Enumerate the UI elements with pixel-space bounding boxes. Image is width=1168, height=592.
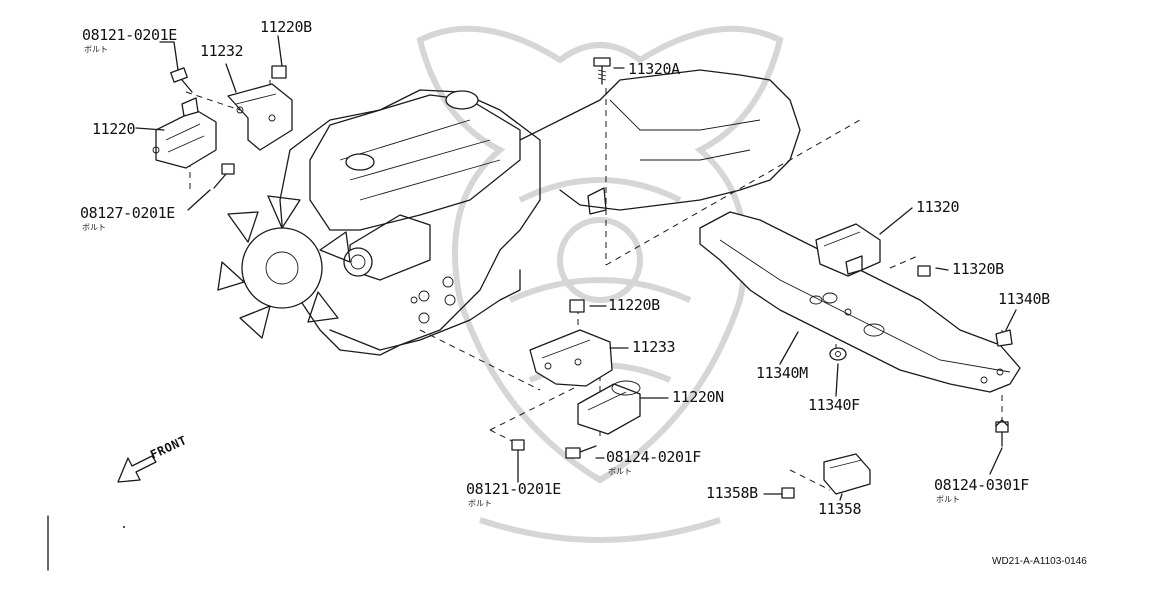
bolt-08127 bbox=[213, 163, 235, 189]
insulator-11358 bbox=[823, 453, 871, 495]
engine-block bbox=[217, 89, 541, 356]
label-11340b: 11340B bbox=[998, 290, 1050, 308]
mount-11220 bbox=[152, 97, 217, 169]
bracket-11232 bbox=[227, 83, 293, 151]
nut-11320b bbox=[917, 265, 931, 277]
label-08124-0301f: 08124-0301F bbox=[934, 476, 1029, 494]
cooling-fan bbox=[217, 195, 351, 339]
note-08127-0201e: ボルト bbox=[82, 223, 106, 232]
nut-top bbox=[271, 65, 287, 79]
label-11320a: 11320A bbox=[628, 60, 680, 78]
note-08121-0201e-bottom: ボルト bbox=[468, 499, 492, 508]
label-11220b-mid: 11220B bbox=[608, 296, 660, 314]
mount-11220n bbox=[577, 380, 641, 435]
label-08121-0201e-top: 08121-0201E bbox=[82, 26, 177, 44]
bolt-08121-bottom bbox=[511, 439, 525, 467]
leader-lines bbox=[135, 35, 1017, 501]
label-11220b-top: 11220B bbox=[260, 18, 312, 36]
label-08127-0201e: 08127-0201E bbox=[80, 204, 175, 222]
note-08124-0301f: ボルト bbox=[936, 495, 960, 504]
label-11358b: 11358B bbox=[706, 484, 758, 502]
alignment-lines bbox=[185, 80, 1003, 491]
label-11220: 11220 bbox=[92, 120, 136, 138]
note-08121-0201e-top: ボルト bbox=[84, 45, 108, 54]
bolt-top-left bbox=[170, 67, 193, 93]
nut-11220b-mid bbox=[569, 299, 585, 313]
crossmember-11340m bbox=[699, 211, 1021, 393]
label-11358: 11358 bbox=[818, 500, 862, 518]
transmission bbox=[519, 69, 801, 215]
label-11233: 11233 bbox=[632, 338, 676, 356]
footer-code: WD21-A-A1103-0146 bbox=[992, 556, 1087, 567]
label-11340m: 11340M bbox=[756, 364, 808, 382]
bracket-11233 bbox=[529, 329, 613, 387]
nut-11340b bbox=[995, 329, 1013, 347]
bolt-08124-0301f bbox=[995, 419, 1009, 447]
label-08121-0201e-bottom: 08121-0201E bbox=[466, 480, 561, 498]
nut-11358b bbox=[781, 487, 795, 499]
label-11340f: 11340F bbox=[808, 396, 860, 414]
label-11232: 11232 bbox=[200, 42, 244, 60]
margin-dot bbox=[123, 526, 125, 528]
mount-11320 bbox=[815, 223, 881, 277]
label-11320: 11320 bbox=[916, 198, 960, 216]
label-11220n: 11220N bbox=[672, 388, 724, 406]
label-08124-0201f: 08124-0201F bbox=[606, 448, 701, 466]
washer-11340f bbox=[829, 347, 847, 361]
bolt-11320a bbox=[593, 57, 611, 85]
note-08124-0201f: ボルト bbox=[608, 467, 632, 476]
front-arrow-icon bbox=[117, 455, 157, 483]
bolt-08124-0201f bbox=[565, 445, 597, 459]
label-11320b: 11320B bbox=[952, 260, 1004, 278]
